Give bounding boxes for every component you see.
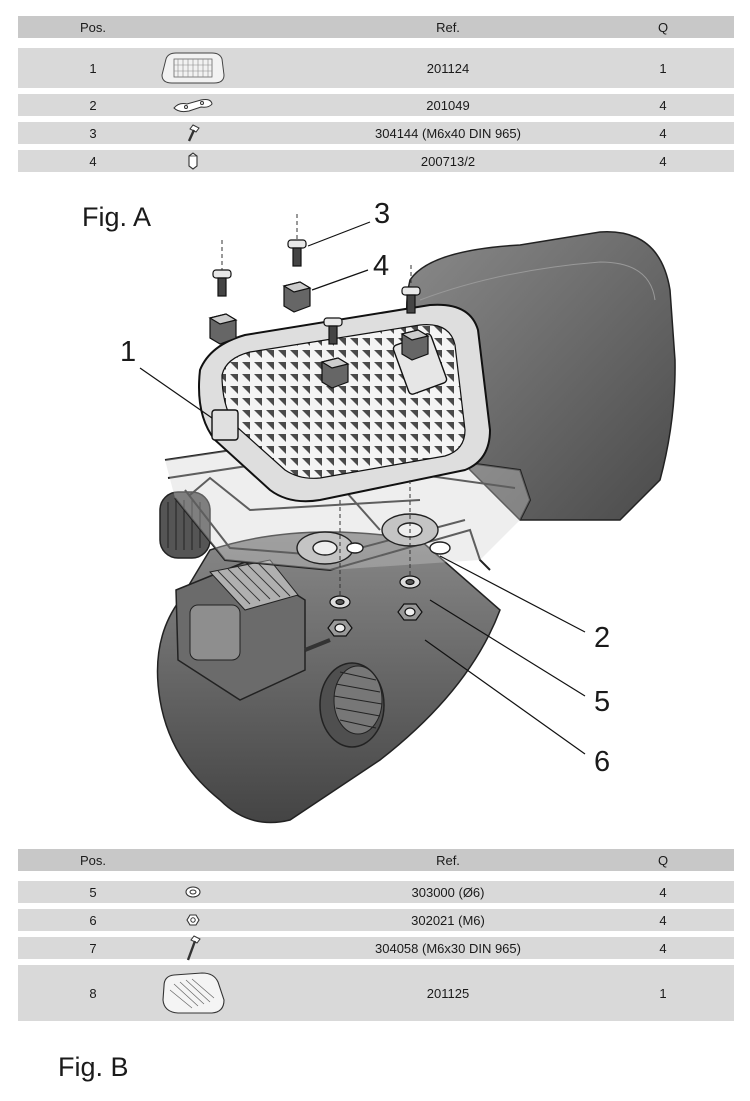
row-q: 4 [659,884,667,900]
row-q: 4 [659,912,667,928]
table-row: 4 200713/2 4 [18,150,734,172]
callout-3: 3 [374,198,391,230]
row-ref: 303000 (Ø6) [411,884,485,900]
row-ref: 201124 [426,60,470,76]
row-q: 4 [659,97,667,113]
washer-icon [148,881,238,903]
metal-bracket-icon [148,94,238,116]
table-header: Pos. Ref. Q [18,16,734,38]
figure-a-illustration [139,214,676,824]
header-q: Q [657,19,669,35]
spacers [208,281,430,389]
table-row: 7 304058 (M6x30 DIN 965) 4 [18,935,734,961]
table-row: 8 201125 1 [18,965,734,1021]
header-ref: Ref. [436,19,460,35]
table-row: 2 201049 4 [18,94,734,116]
figure-a-label: Fig. A [82,202,152,232]
callout-6: 6 [594,746,611,778]
leader-lines [139,221,586,755]
table-row: 1 201124 1 [18,48,734,88]
table-row: 6 302021 (M6) 4 [18,909,734,931]
header-ref: Ref. [436,852,460,868]
row-ref: 302021 (M6) [411,912,485,928]
row-pos: 8 [89,985,97,1001]
row-q: 4 [659,940,667,956]
row-pos: 7 [89,940,97,956]
row-q: 1 [659,985,667,1001]
row-pos: 4 [89,153,97,169]
row-ref: 304144 (M6x40 DIN 965) [375,125,521,141]
row-q: 1 [659,60,667,76]
screw-icon [148,122,238,144]
callout-1: 1 [120,336,137,368]
parts-table-top: Pos. Ref. Q 1 201124 1 2 [18,16,734,172]
table-row: 5 303000 (Ø6) 4 [18,881,734,903]
tail-light [175,559,306,701]
top-plate-icon [148,48,238,88]
row-pos: 1 [89,60,97,76]
row-ref: 200713/2 [420,153,476,169]
washers-and-nuts [327,575,423,637]
row-ref: 201049 [426,97,470,113]
callout-4: 4 [373,250,390,282]
row-pos: 3 [89,125,97,141]
header-pos: Pos. [79,852,106,868]
figure-b-label: Fig. B [58,1052,129,1082]
row-pos: 5 [89,884,97,900]
callout-5: 5 [594,686,611,718]
spacer-icon [148,150,238,172]
row-q: 4 [659,125,667,141]
table-header: Pos. Ref. Q [18,849,734,871]
row-pos: 2 [89,97,97,113]
right-indicator [304,638,385,748]
screws [212,239,421,345]
row-pos: 6 [89,912,97,928]
parts-table-bottom: Pos. Ref. Q 5 303000 (Ø6) 4 6 302021 (M6… [18,849,734,1021]
row-ref: 304058 (M6x30 DIN 965) [375,940,521,956]
long-screw-icon [148,935,238,961]
table-row: 3 304144 (M6x40 DIN 965) 4 [18,122,734,144]
header-q: Q [657,852,669,868]
row-ref: 201125 [426,985,470,1001]
callout-2: 2 [594,622,611,654]
cover-plate-icon [148,965,238,1021]
row-q: 4 [659,153,667,169]
header-pos: Pos. [79,19,106,35]
nut-icon [148,909,238,931]
